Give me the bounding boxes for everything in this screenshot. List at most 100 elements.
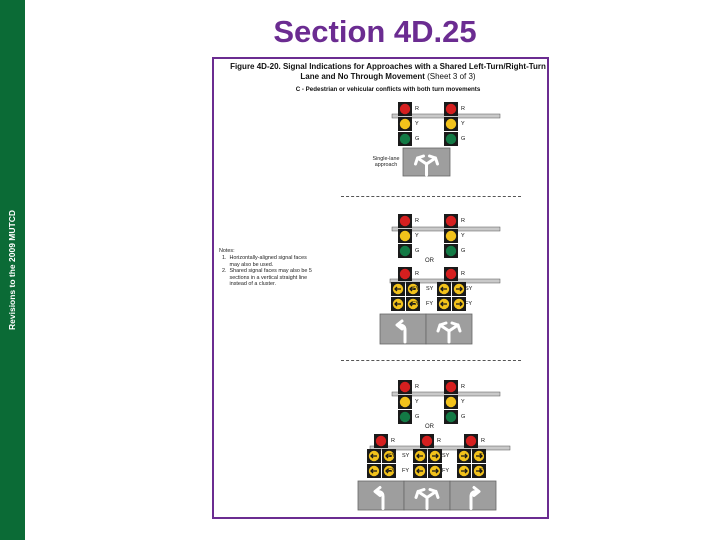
signal-label: G xyxy=(415,414,419,420)
left-arrow-icon xyxy=(440,286,447,292)
note-number: 1. xyxy=(222,255,227,262)
red-lamp xyxy=(445,215,457,227)
signal-label: R xyxy=(461,384,465,390)
yellow-lamp xyxy=(445,396,457,408)
red-lamp xyxy=(399,103,411,115)
figure-title: Figure 4D-20. Signal Indications for App… xyxy=(228,62,548,82)
note-number: 2. xyxy=(222,268,227,275)
signal-label: SY xyxy=(442,453,450,459)
figure-subtitle: C - Pedestrian or vehicular conflicts wi… xyxy=(295,86,481,93)
green-lamp xyxy=(445,245,457,257)
left-arrow-icon xyxy=(370,453,377,459)
red-lamp xyxy=(375,435,387,447)
red-lamp xyxy=(445,381,457,393)
green-lamp xyxy=(399,245,411,257)
left-arrow-icon xyxy=(395,319,407,344)
signal-label: Y xyxy=(415,399,419,405)
left-arrow-icon xyxy=(385,453,392,459)
signal-label: G xyxy=(461,248,465,254)
right-arrow-icon xyxy=(476,468,483,474)
signal-label: R xyxy=(461,271,465,277)
figure-title-main: Figure 4D-20. Signal Indications for App… xyxy=(230,62,546,81)
red-lamp xyxy=(421,435,433,447)
signal-label: SY xyxy=(479,453,487,459)
signal-label: R xyxy=(481,438,485,444)
signal-label: G xyxy=(415,136,419,142)
right-arrow-icon xyxy=(469,486,481,510)
signal-label: FY xyxy=(388,468,395,474)
right-arrow-icon xyxy=(456,301,463,307)
note-text: Horizontally-aligned signal faces may al… xyxy=(229,255,307,268)
signal-label: SY xyxy=(426,286,434,292)
left-arrow-icon xyxy=(385,468,392,474)
signal-label: R xyxy=(461,218,465,224)
signal-label: G xyxy=(461,414,465,420)
signal-label: R xyxy=(415,271,419,277)
green-lamp xyxy=(399,411,411,423)
signal-label: Y xyxy=(415,233,419,239)
signal-label: R xyxy=(437,438,441,444)
left-right-arrow-icon xyxy=(414,488,440,510)
signal-label: R xyxy=(415,384,419,390)
notes: Notes: 1. Horizontally-aligned signal fa… xyxy=(219,248,314,287)
signal-label: R xyxy=(415,106,419,112)
green-lamp xyxy=(399,133,411,145)
signal-label: FY xyxy=(412,301,419,307)
right-arrow-icon xyxy=(461,468,468,474)
signal-label: R xyxy=(461,106,465,112)
signal-label: Y xyxy=(461,399,465,405)
note-item: 1. Horizontally-aligned signal faces may… xyxy=(219,255,314,268)
left-arrow-icon xyxy=(409,286,416,292)
right-arrow-icon xyxy=(476,453,483,459)
left-arrow-icon xyxy=(409,301,416,307)
green-lamp xyxy=(445,133,457,145)
signal-label: SY xyxy=(465,286,473,292)
single-lane-approach-label: Single-lane approach xyxy=(372,156,400,169)
left-arrow-icon xyxy=(373,486,385,510)
signal-label: Y xyxy=(461,233,465,239)
signal-label: SY xyxy=(388,453,396,459)
figure-title-sheet: (Sheet 3 of 3) xyxy=(424,72,476,81)
or-label: OR xyxy=(425,258,434,264)
green-lamp xyxy=(445,411,457,423)
slide-title: Section 4D.25 xyxy=(273,14,477,49)
signal-label: SY xyxy=(412,286,420,292)
yellow-lamp xyxy=(399,396,411,408)
left-right-arrow-icon xyxy=(414,154,439,177)
sidebar-band: Revisions to the 2009 MUTCD xyxy=(0,0,25,540)
signal-label: SY xyxy=(402,453,410,459)
right-arrow-icon xyxy=(461,453,468,459)
note-text: Shared signal faces may also be 5 sectio… xyxy=(229,268,312,288)
right-arrow-icon xyxy=(432,453,439,459)
left-arrow-icon xyxy=(440,301,447,307)
signal-label: FY xyxy=(442,468,449,474)
signal-label: FY xyxy=(465,301,472,307)
left-arrow-icon xyxy=(416,468,423,474)
red-lamp xyxy=(399,268,411,280)
signal-label: FY xyxy=(479,468,486,474)
red-lamp xyxy=(445,268,457,280)
red-lamp xyxy=(445,103,457,115)
section-divider xyxy=(341,196,521,197)
red-lamp xyxy=(399,215,411,227)
signal-label: G xyxy=(415,248,419,254)
signal-label: FY xyxy=(402,468,409,474)
red-lamp xyxy=(399,381,411,393)
signal-label: FY xyxy=(426,301,433,307)
signal-label: R xyxy=(415,218,419,224)
right-arrow-icon xyxy=(456,286,463,292)
left-arrow-icon xyxy=(416,453,423,459)
yellow-lamp xyxy=(445,118,457,130)
or-label: OR xyxy=(425,424,434,430)
signal-label: Y xyxy=(461,121,465,127)
section-divider xyxy=(341,360,521,361)
signal-label: G xyxy=(461,136,465,142)
red-lamp xyxy=(465,435,477,447)
signal-label: R xyxy=(391,438,395,444)
yellow-lamp xyxy=(445,230,457,242)
left-arrow-icon xyxy=(370,468,377,474)
yellow-lamp xyxy=(399,118,411,130)
right-arrow-icon xyxy=(432,468,439,474)
left-arrow-icon xyxy=(394,301,401,307)
